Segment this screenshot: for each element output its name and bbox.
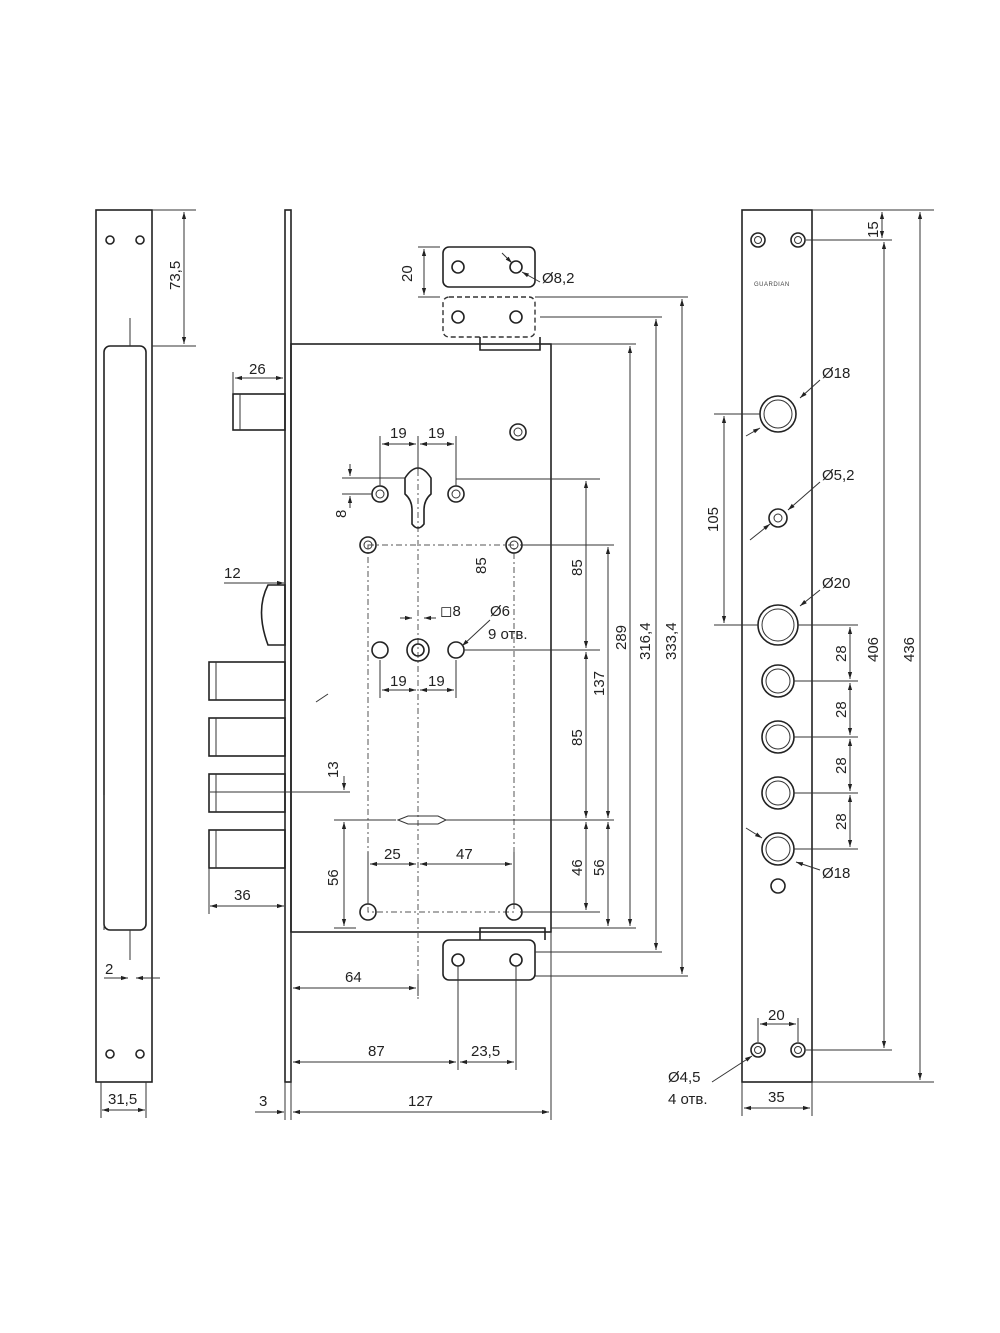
dim-hole-3: Ø20 (822, 575, 850, 592)
dim-v56-right: 56 (591, 859, 608, 876)
dim-pitch-3: 28 (833, 757, 850, 774)
dim-cyl-pitch-right: 19 (428, 425, 445, 442)
dim-spindle-square: ◻8 (440, 603, 461, 620)
screw-holes-left (105, 235, 145, 1059)
top-bolt (232, 393, 286, 431)
dim-inner-length: 406 (865, 637, 882, 662)
cylinder-cutout (404, 467, 432, 529)
dim-cyl-pitch-left: 19 (390, 425, 407, 442)
latch (260, 584, 286, 646)
dim-top-bolt: 26 (249, 361, 266, 378)
dim-v56-left: 56 (325, 869, 342, 886)
dim-v85-upper: 85 (569, 559, 586, 576)
dim-h25: 25 (384, 846, 401, 863)
front-view: 26 12 36 64 87 23,5 127 3 20 Ø8,2 (208, 209, 688, 1120)
dim-strike-hole: Ø8,2 (542, 270, 575, 287)
dim-v13: 13 (325, 761, 342, 778)
dim-hole-2: Ø5,2 (822, 467, 855, 484)
dim-screw-count: 4 отв. (668, 1091, 708, 1108)
dim-pitch-2: 28 (833, 701, 850, 718)
dim-mount-hole-count: 9 отв. (488, 626, 528, 643)
dim-hole-last: Ø18 (822, 865, 850, 882)
dim-total-length: 436 (901, 637, 918, 662)
dim-right-top-offset: 15 (865, 221, 882, 238)
dim-cyl-offset: 8 (333, 510, 350, 518)
dim-left-width: 31,5 (108, 1091, 137, 1108)
dim-strike-height: 20 (399, 265, 416, 282)
dim-v316: 316,4 (637, 622, 654, 660)
dim-left-top-offset: 73,5 (167, 261, 184, 290)
dim-pitch-1: 28 (833, 645, 850, 662)
dim-v137: 137 (591, 671, 608, 696)
right-strike-bar: GUARDIAN 15 Ø18 Ø5,2 Ø20 (668, 209, 934, 1116)
dim-h47: 47 (456, 846, 473, 863)
main-bolts (208, 661, 286, 869)
dim-bolts-depth: 36 (234, 887, 251, 904)
dim-left-gap: 2 (105, 961, 113, 978)
dim-screw-hole: Ø4,5 (668, 1069, 701, 1086)
dim-pitch-4: 28 (833, 813, 850, 830)
faceplate (284, 209, 292, 1083)
strike-bar-holes (750, 232, 806, 1058)
dim-v85-lower: 85 (569, 729, 586, 746)
dim-v85-inner: 85 (473, 557, 490, 574)
strike-plate-top (442, 246, 541, 351)
left-side-view: 73,5 2 31,5 (95, 209, 196, 1118)
dim-total-width: 127 (408, 1093, 433, 1110)
dim-strike-pitch: 23,5 (471, 1043, 500, 1060)
dim-spindle-pitch-right: 19 (428, 673, 445, 690)
dim-right-width: 35 (768, 1089, 785, 1106)
dim-latch-offset: 12 (224, 565, 241, 582)
dim-faceplate: 3 (259, 1093, 267, 1110)
dim-bottom-pitch: 20 (768, 1007, 785, 1024)
dim-backset: 64 (345, 969, 362, 986)
dim-v289: 289 (613, 625, 630, 650)
dim-v46: 46 (569, 859, 586, 876)
dim-spindle-pitch-left: 19 (390, 673, 407, 690)
dim-v333: 333,4 (663, 622, 680, 660)
lock-body (290, 343, 552, 933)
dim-lower-offset: 87 (368, 1043, 385, 1060)
dim-spacing: 105 (705, 507, 722, 532)
brand-mark: GUARDIAN (754, 282, 790, 288)
dim-mount-hole: Ø6 (490, 603, 510, 620)
dim-hole-1: Ø18 (822, 365, 850, 382)
